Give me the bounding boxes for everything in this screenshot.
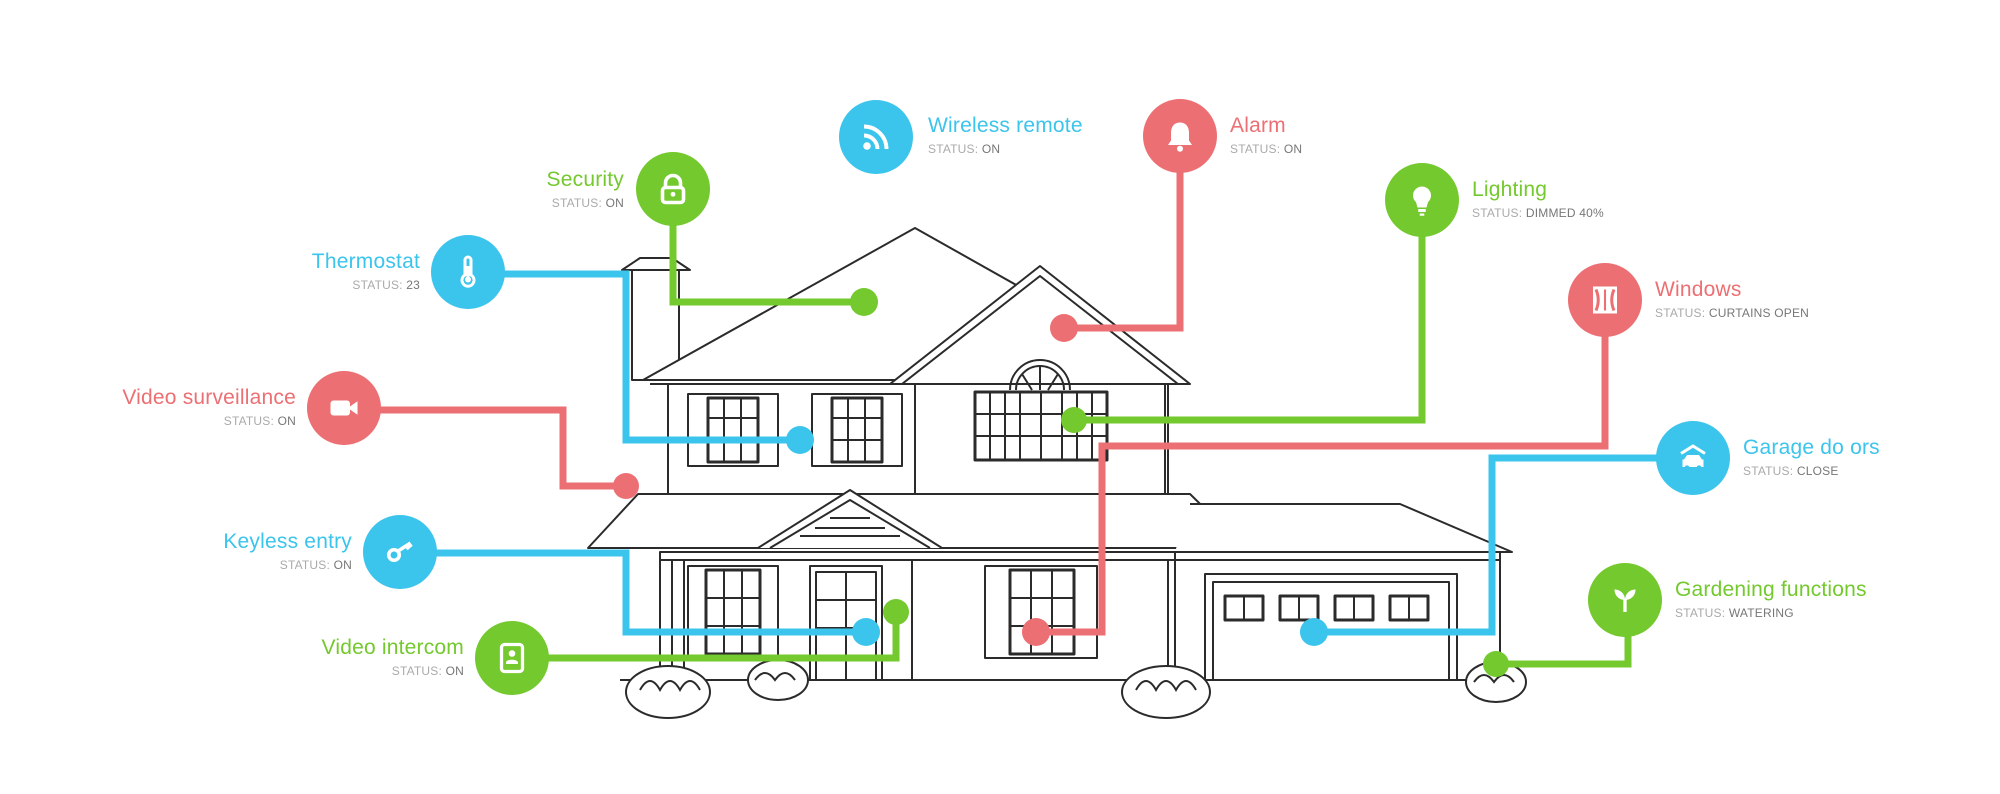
status-prefix: STATUS:	[928, 142, 979, 156]
feature-title: Video intercom	[321, 636, 464, 659]
intercom-icon[interactable]	[475, 621, 549, 695]
device-markers	[613, 288, 1509, 677]
thermometer-icon[interactable]	[431, 235, 505, 309]
feature-title: Wireless remote	[928, 114, 1083, 137]
bushes	[625, 659, 1527, 719]
status-value: CLOSE	[1796, 464, 1839, 478]
status-prefix: STATUS:	[223, 414, 275, 428]
feature-title: Windows	[1655, 278, 1742, 301]
feature-title: Video surveillance	[122, 386, 296, 409]
car-icon[interactable]	[1656, 421, 1730, 495]
status-prefix: STATUS:	[352, 278, 403, 292]
lock-icon[interactable]	[636, 152, 710, 226]
feature-title: Thermostat	[311, 250, 420, 273]
status-value: WATERING	[1728, 606, 1794, 620]
sprout-icon[interactable]	[1588, 563, 1662, 637]
status-prefix: STATUS:	[1743, 464, 1794, 478]
light-bulb-icon[interactable]	[1385, 163, 1459, 237]
status-prefix: STATUS:	[1472, 206, 1523, 220]
status-value: CURTAINS OPEN	[1708, 306, 1810, 320]
status-value: ON	[1283, 142, 1303, 156]
status-prefix: STATUS:	[279, 558, 331, 572]
connector-lines	[344, 136, 1700, 668]
feature-title: Alarm	[1230, 114, 1286, 137]
feature-title: Security	[546, 168, 624, 191]
wifi-icon[interactable]	[839, 100, 913, 174]
status-prefix: STATUS:	[551, 196, 603, 210]
status-prefix: STATUS:	[1655, 306, 1706, 320]
status-value: ON	[981, 142, 1001, 156]
status-prefix: STATUS:	[1230, 142, 1281, 156]
feature-title: Garage do ors	[1743, 436, 1880, 459]
feature-title: Gardening functions	[1675, 578, 1867, 601]
status-value: ON	[277, 414, 296, 428]
bell-icon[interactable]	[1143, 99, 1217, 173]
key-icon[interactable]	[363, 515, 437, 589]
status-value: ON	[333, 558, 352, 572]
window-curtains-icon[interactable]	[1568, 263, 1642, 337]
status-value: DIMMED 40%	[1525, 206, 1604, 220]
status-value: ON	[445, 664, 464, 678]
video-camera-icon[interactable]	[307, 371, 381, 445]
feature-title: Lighting	[1472, 178, 1548, 201]
status-prefix: STATUS:	[391, 664, 443, 678]
feature-title: Keyless entry	[223, 530, 352, 553]
status-value: ON	[605, 196, 624, 210]
house-outline	[587, 227, 1520, 681]
status-value: 23	[406, 278, 420, 292]
status-prefix: STATUS:	[1675, 606, 1726, 620]
